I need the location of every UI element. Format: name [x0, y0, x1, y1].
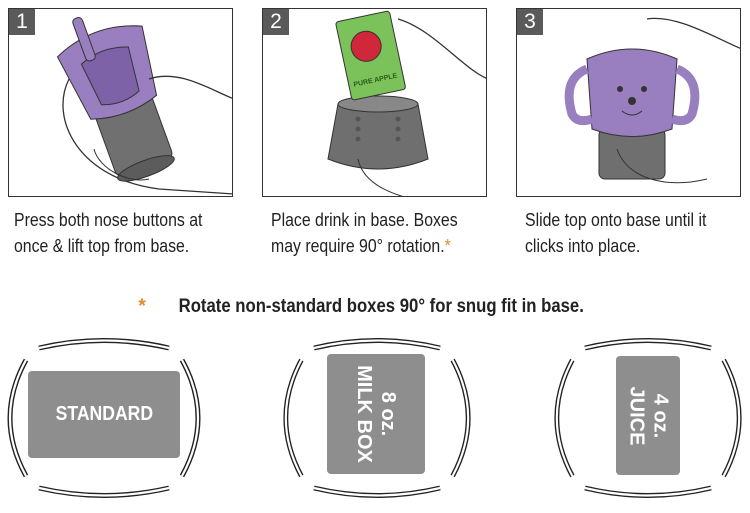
assemble-cup-illustration: [564, 17, 740, 184]
step-number: 3: [517, 9, 543, 35]
place-drink-illustration: PURE APPLE: [327, 10, 486, 196]
remove-top-illustration: [56, 17, 232, 195]
asterisk-marker: *: [138, 296, 146, 317]
juice-box: 4 oz.JUICE: [616, 356, 680, 475]
step-number: 2: [263, 9, 289, 35]
step-1-panel: 1: [8, 8, 233, 197]
asterisk-marker: *: [444, 236, 451, 256]
step-2-panel: PURE APPLE 2: [262, 8, 487, 197]
rotation-note: * Rotate non-standard boxes 90° for snug…: [138, 296, 584, 317]
milk-box: 8 oz.MILK BOX: [327, 354, 425, 474]
step-number: 1: [9, 9, 35, 35]
standard-box: STANDARD: [28, 371, 180, 458]
step-3-panel: 3: [516, 8, 741, 197]
